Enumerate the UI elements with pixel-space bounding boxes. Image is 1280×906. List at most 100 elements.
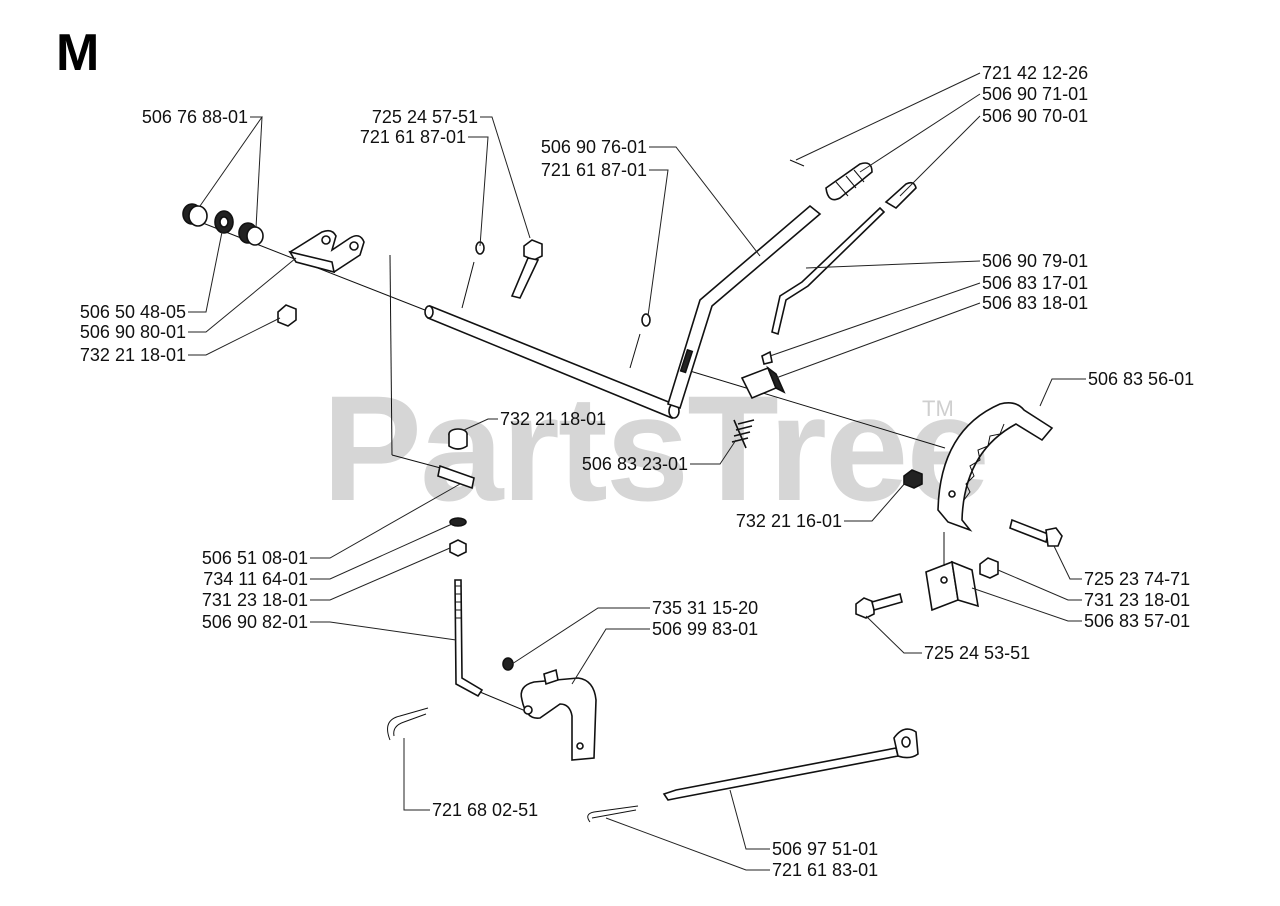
label-506-51-08-01: 506 51 08-01 xyxy=(202,548,308,568)
axis-line-vertical xyxy=(389,254,393,456)
nut-clamp xyxy=(979,557,999,579)
adjust-rod-body xyxy=(454,579,484,698)
arm-hole-2 xyxy=(576,742,584,750)
shaft-end-left xyxy=(424,305,434,319)
label-721-61-83-01: 721 61 83-01 xyxy=(772,860,878,880)
bracket-hole-2 xyxy=(349,241,359,251)
watermark-trademark: TM xyxy=(922,396,954,421)
spring xyxy=(731,419,755,449)
label-734-11-64-01: 734 11 64-01 xyxy=(203,569,308,589)
label-506-90-79-01: 506 90 79-01 xyxy=(982,251,1088,271)
label-721-61-87-01-a: 721 61 87-01 xyxy=(360,127,466,147)
main-shaft xyxy=(424,204,822,420)
bolt-head xyxy=(523,239,543,261)
washer-rod xyxy=(449,517,467,527)
bolt-sector-stem xyxy=(1009,518,1049,544)
cotter-link xyxy=(587,805,639,823)
label-735-31-15-20: 735 31 15-20 xyxy=(652,598,758,618)
label-732-21-18-01-a: 732 21 18-01 xyxy=(80,345,186,365)
label-506-83-18-01: 506 83 18-01 xyxy=(982,293,1088,313)
nut-rod xyxy=(449,539,467,557)
arm-bracket xyxy=(502,657,597,761)
bracket xyxy=(288,229,365,274)
small-pin-top xyxy=(789,159,805,167)
axis-line-right xyxy=(679,367,946,449)
bolt-sector-head xyxy=(1045,527,1063,547)
latch-side xyxy=(766,365,786,394)
bushing-group xyxy=(182,203,264,246)
label-506-90-71-01: 506 90 71-01 xyxy=(982,84,1088,104)
rod-with-knob xyxy=(771,181,917,336)
label-506-90-70-01: 506 90 70-01 xyxy=(982,106,1088,126)
clamp-hole xyxy=(940,576,948,584)
label-506-83-17-01: 506 83 17-01 xyxy=(982,273,1088,293)
hair-pin xyxy=(387,707,429,741)
lever-mark xyxy=(679,348,694,374)
label-506-83-57-01: 506 83 57-01 xyxy=(1084,611,1190,631)
leader-lines xyxy=(188,72,1086,871)
label-725-24-57-51: 725 24 57-51 xyxy=(372,107,478,127)
label-721-42-12-26: 721 42 12-26 xyxy=(982,63,1088,83)
bolt-clamp xyxy=(855,593,903,619)
pin-a xyxy=(461,261,475,309)
pivot-pin xyxy=(437,464,475,490)
long-link xyxy=(662,728,919,801)
label-506-99-83-01: 506 99 83-01 xyxy=(652,619,758,639)
label-731-23-18-01-a: 731 23 18-01 xyxy=(1084,590,1190,610)
label-506-90-82-01: 506 90 82-01 xyxy=(202,612,308,632)
toothed-sector xyxy=(937,402,1054,532)
clamp-side xyxy=(950,560,980,608)
arm-hole-1 xyxy=(523,705,533,715)
nut-center xyxy=(448,428,468,450)
bushing-1-face xyxy=(188,205,208,227)
long-link-body xyxy=(662,747,899,801)
label-506-97-51-01: 506 97 51-01 xyxy=(772,839,878,859)
handle-grip xyxy=(789,159,873,201)
long-link-hole xyxy=(901,736,911,748)
label-506-76-88-01: 506 76 88-01 xyxy=(142,107,248,127)
grip-ring-3 xyxy=(853,169,865,183)
pin-b-eye xyxy=(641,313,651,327)
bolt-shaft xyxy=(510,239,543,299)
arm-bracket-body xyxy=(520,677,597,761)
label-506-50-48-05: 506 50 48-05 xyxy=(80,302,186,322)
bolt-clamp-head xyxy=(855,597,875,619)
washer-1-hole xyxy=(219,216,229,228)
label-731-23-18-01-b: 731 23 18-01 xyxy=(202,590,308,610)
bolt-stem xyxy=(510,257,540,299)
arm-pin xyxy=(543,668,559,686)
bracket-base xyxy=(288,250,336,274)
cotter-pins xyxy=(461,241,651,369)
grip-ring-1 xyxy=(835,181,849,197)
sector-hole xyxy=(948,490,956,498)
label-725-24-53-51: 725 24 53-51 xyxy=(924,643,1030,663)
bushing-2-face xyxy=(246,226,264,246)
label-506-90-80-01: 506 90 80-01 xyxy=(80,322,186,342)
adjust-rod xyxy=(454,579,529,713)
label-732-21-16-01: 732 21 16-01 xyxy=(736,511,842,531)
pin-b xyxy=(629,333,641,369)
label-506-83-56-01: 506 83 56-01 xyxy=(1088,369,1194,389)
arm-washer xyxy=(502,657,514,671)
lever-arm xyxy=(667,204,822,410)
nut-center-side xyxy=(448,434,468,450)
rod-axis xyxy=(479,691,529,713)
label-506-83-23-01: 506 83 23-01 xyxy=(582,454,688,474)
axis-line-pin xyxy=(391,454,449,471)
nut-left xyxy=(277,304,297,327)
sector-teeth xyxy=(963,423,1005,501)
latch-small-block xyxy=(761,350,773,365)
clamp-block xyxy=(925,532,980,612)
latch xyxy=(740,350,786,400)
section-letter: M xyxy=(56,24,99,82)
label-506-90-76-01: 506 90 76-01 xyxy=(541,137,647,157)
label-732-21-18-01-b: 732 21 18-01 xyxy=(500,409,606,429)
bolt-sector xyxy=(1009,518,1063,547)
part-labels: 506 76 88-01 725 24 57-51 721 61 87-01 5… xyxy=(80,63,1194,880)
part-drawings xyxy=(182,159,1063,823)
rod-body xyxy=(771,206,886,336)
grip-ring-2 xyxy=(845,175,857,189)
bracket-hole-1 xyxy=(321,235,331,245)
label-725-23-74-71: 725 23 74-71 xyxy=(1084,569,1190,589)
